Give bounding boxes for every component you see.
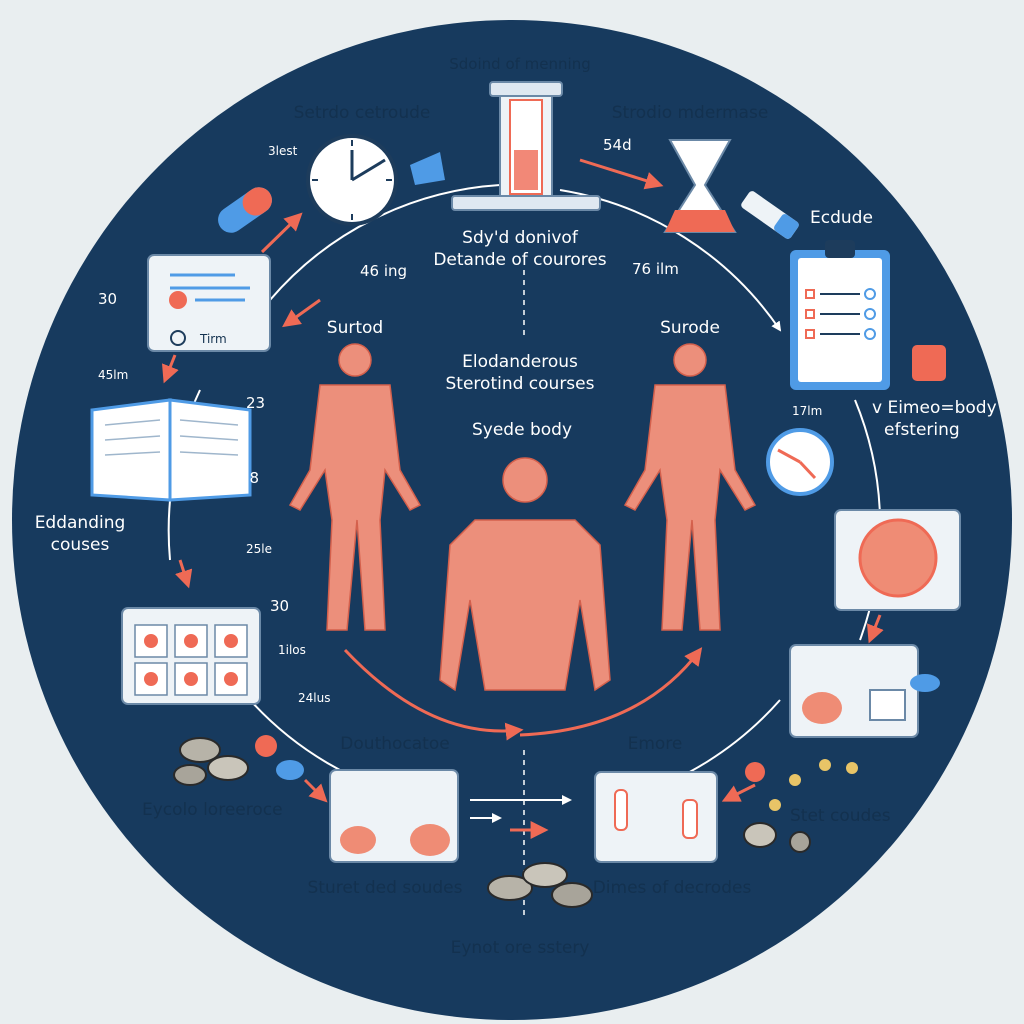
ster-label: Stet coudes <box>790 806 891 826</box>
number-30a: 30 <box>98 290 118 308</box>
middle-label-line2: Sterotind courses <box>445 374 595 394</box>
lab-device-icon <box>789 644 940 738</box>
left-mid-label-line2: couses <box>50 535 110 555</box>
right-mid-label-line1: v Eimeo=body <box>872 398 997 418</box>
right-mid-label-line2: efstering <box>884 420 960 440</box>
figure-right-label: Surode <box>660 318 720 338</box>
number-24: 24lus <box>298 691 331 705</box>
bottom-right-top-label: Emore <box>627 734 683 754</box>
left-mid-label-line1: Eddanding <box>34 513 126 533</box>
jar-icon <box>912 345 946 381</box>
body-label: Syede body <box>471 420 573 440</box>
syringe-icon <box>741 191 799 239</box>
top-right-label: Strodio mdermase <box>611 103 769 123</box>
bottom-left-top-label: Douthocatoe <box>340 734 450 754</box>
clock-icon <box>306 134 398 226</box>
number-17: 17lm <box>792 404 823 418</box>
number-25: 25le <box>246 542 272 556</box>
clipboard-icon <box>790 240 890 390</box>
red-arrows <box>161 158 884 839</box>
top-label: Sdoind of menning <box>449 55 591 73</box>
sturet-label: Sturet ded soudes <box>307 878 463 898</box>
number-46: 46 ing <box>360 262 408 280</box>
blue-shape-icon <box>410 152 445 185</box>
number-54d: 54d <box>603 136 632 154</box>
hourglass-icon <box>451 81 601 211</box>
clipboard-card-icon <box>147 254 271 352</box>
middle-label-line1: Elodanderous <box>462 352 578 372</box>
number-5bst: 3lest <box>268 144 298 158</box>
calendar-icon <box>121 607 261 705</box>
muscle-figure-icon <box>288 343 422 631</box>
clipboard-text: Tirm <box>200 332 227 346</box>
right-label: Ecdude <box>810 208 873 228</box>
dimes-label: Dimes of decrodes <box>592 878 752 898</box>
pills-icon <box>173 735 858 908</box>
book-icon <box>90 398 252 502</box>
center-title-line2: Detande of courores <box>433 250 607 270</box>
flask-icon <box>663 139 737 233</box>
capsule-icon <box>218 187 272 233</box>
number-23: 23 <box>246 394 266 412</box>
number-1: 1ilos <box>278 643 306 657</box>
eyco-label: Eycolo loreeroce <box>142 800 283 820</box>
number-45: 45lm <box>98 368 129 382</box>
bottom-left-device-icon <box>329 769 459 863</box>
muscle-figure-icon <box>623 343 757 631</box>
number-76: 76 ilm <box>632 260 679 278</box>
number-78: 78 <box>240 469 260 487</box>
torso-icon <box>439 457 611 692</box>
timer-icon <box>766 428 834 496</box>
number-30b: 30 <box>270 597 290 615</box>
figure-left-label: Surtod <box>326 318 384 338</box>
top-left-label: Setrdo cetroude <box>293 103 431 123</box>
center-title-line1: Sdy'd donivof <box>462 228 578 248</box>
bottom-label: Eynot ore sstery <box>450 938 590 958</box>
bottom-right-device-icon <box>594 771 718 863</box>
microscope-slide-icon <box>834 509 961 611</box>
